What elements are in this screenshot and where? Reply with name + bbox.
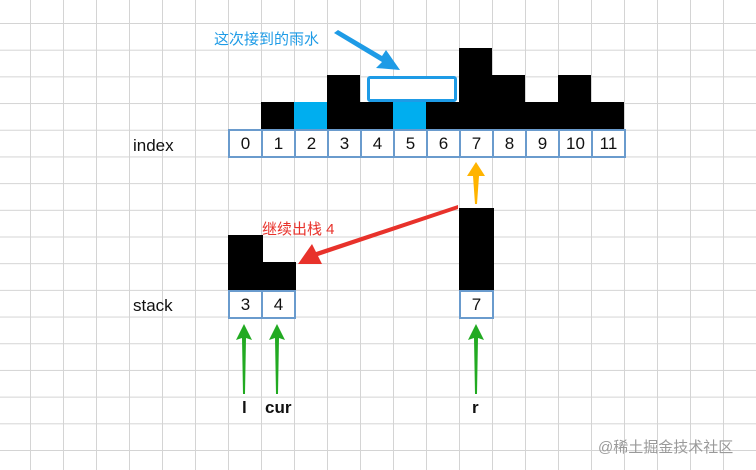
stack-bar-7 [459, 208, 494, 291]
green-arrow-l-icon [236, 324, 252, 394]
index-cell: 6 [426, 129, 461, 158]
index-cell: 3 [327, 129, 362, 158]
index-cell: 9 [525, 129, 560, 158]
index-cell: 11 [591, 129, 626, 158]
orange-arrow-icon [467, 162, 485, 204]
watermark: @稀土掘金技术社区 [598, 439, 734, 456]
bar-10 [558, 75, 591, 130]
bar-6 [426, 102, 459, 130]
blue-arrow-icon [334, 30, 400, 70]
index-label: index [133, 136, 174, 155]
stack-bar-4 [261, 262, 296, 291]
index-cell: 2 [294, 129, 329, 158]
bar-1 [261, 102, 294, 130]
red-arrow-icon [298, 205, 458, 264]
pop-note: 继续出栈 4 [262, 221, 335, 238]
index-cell: 4 [360, 129, 395, 158]
index-cell: 7 [459, 129, 494, 158]
bar-3 [327, 75, 360, 130]
green-arrow-r-icon [468, 324, 484, 394]
pointer-l: l [242, 398, 247, 417]
index-cell: 1 [261, 129, 296, 158]
water-5 [393, 102, 426, 130]
pointer-r: r [472, 398, 479, 417]
stack-cell: 7 [459, 290, 494, 319]
index-cell: 0 [228, 129, 263, 158]
index-cell: 10 [558, 129, 593, 158]
stack-cell: 3 [228, 290, 263, 319]
water-2 [294, 102, 327, 130]
pointer-cur: cur [265, 398, 292, 417]
bar-7 [459, 48, 492, 130]
rain-note: 这次接到的雨水 [214, 31, 320, 48]
index-cell: 5 [393, 129, 428, 158]
green-arrow-cur-icon [269, 324, 285, 394]
stack-cell: 4 [261, 290, 296, 319]
bar-11 [591, 102, 624, 130]
rain-highlight-box [367, 76, 457, 102]
bar-9 [525, 102, 558, 130]
index-cell: 8 [492, 129, 527, 158]
bar-4 [360, 102, 393, 130]
stack-label: stack [133, 296, 173, 315]
bar-8 [492, 75, 525, 130]
stack-bar-3 [228, 235, 263, 291]
